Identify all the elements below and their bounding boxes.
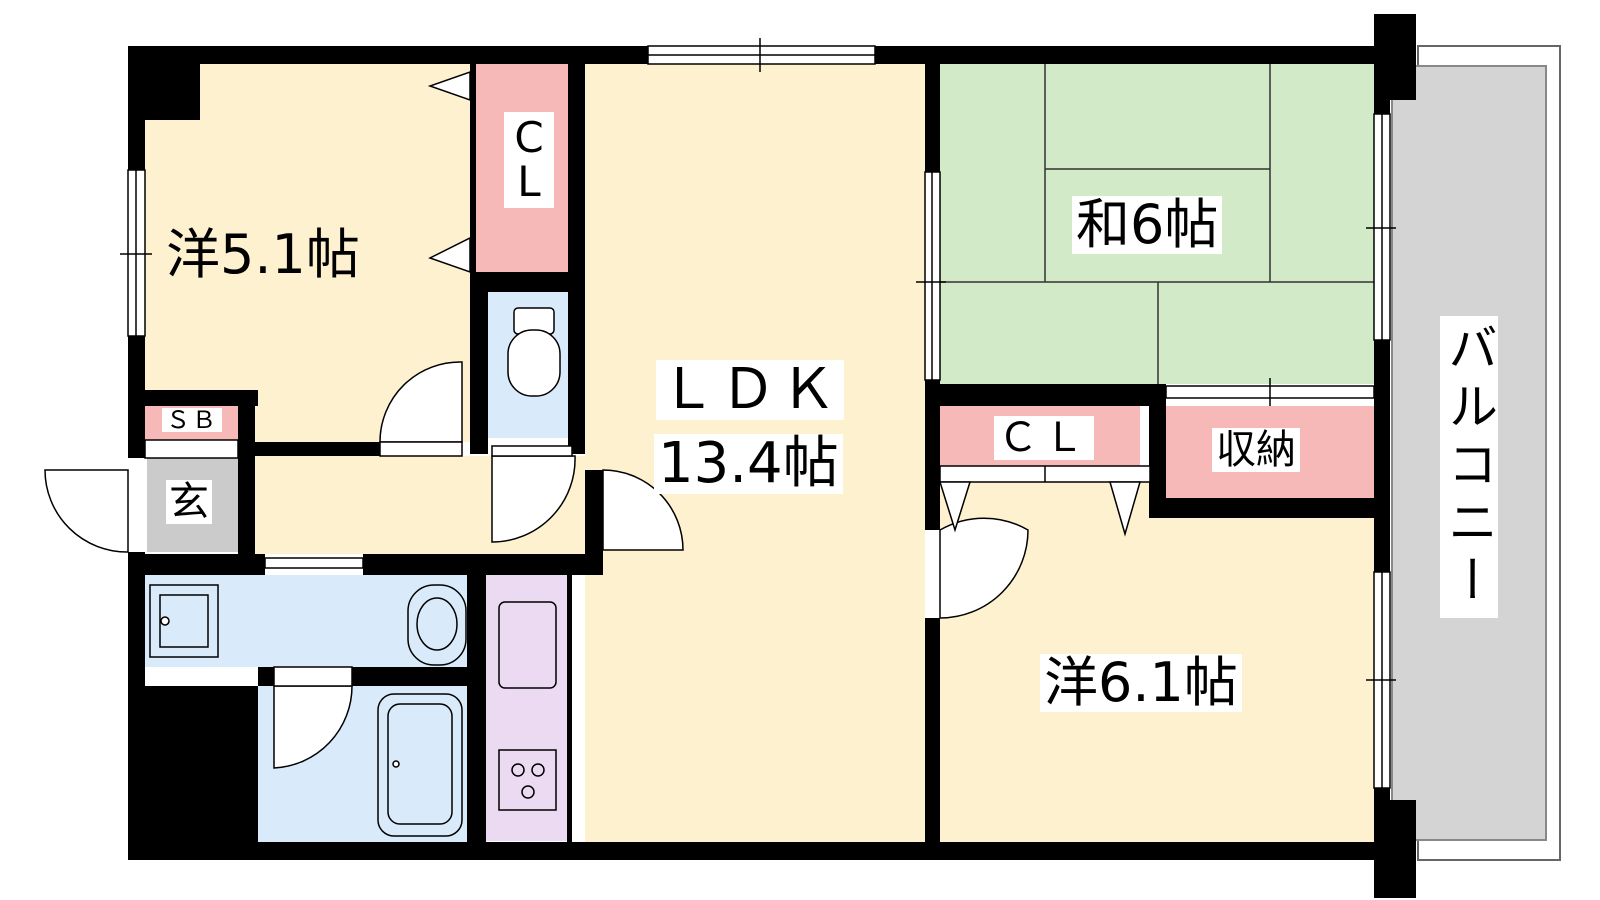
kitchen-counter bbox=[486, 575, 567, 841]
storage-label: 収納 bbox=[1212, 428, 1300, 472]
shoe-box-label: ＳＢ bbox=[162, 408, 222, 432]
closet-2-label: ＣＬ bbox=[994, 416, 1094, 460]
tatami-lines bbox=[940, 64, 1374, 384]
closet-1-label: C L bbox=[504, 112, 554, 209]
doors bbox=[44, 361, 1029, 769]
western-room-1-floor bbox=[145, 64, 470, 442]
western-room-2-label: 洋6.1帖 bbox=[1040, 654, 1242, 712]
washroom-floor bbox=[145, 575, 467, 667]
windows bbox=[120, 38, 1396, 789]
balcony-label: バルコニー bbox=[1440, 316, 1498, 618]
western-room-1-label: 洋5.1帖 bbox=[166, 223, 360, 286]
walls bbox=[128, 14, 1416, 898]
fixtures bbox=[149, 307, 561, 837]
closet-door-marks bbox=[427, 70, 1151, 537]
japanese-room-label: 和6帖 bbox=[1072, 196, 1223, 254]
ldk-name-label: ＬＤＫ bbox=[656, 360, 844, 420]
ldk-size-label: 13.4帖 bbox=[654, 434, 843, 494]
entrance-label: 玄 bbox=[166, 480, 212, 524]
